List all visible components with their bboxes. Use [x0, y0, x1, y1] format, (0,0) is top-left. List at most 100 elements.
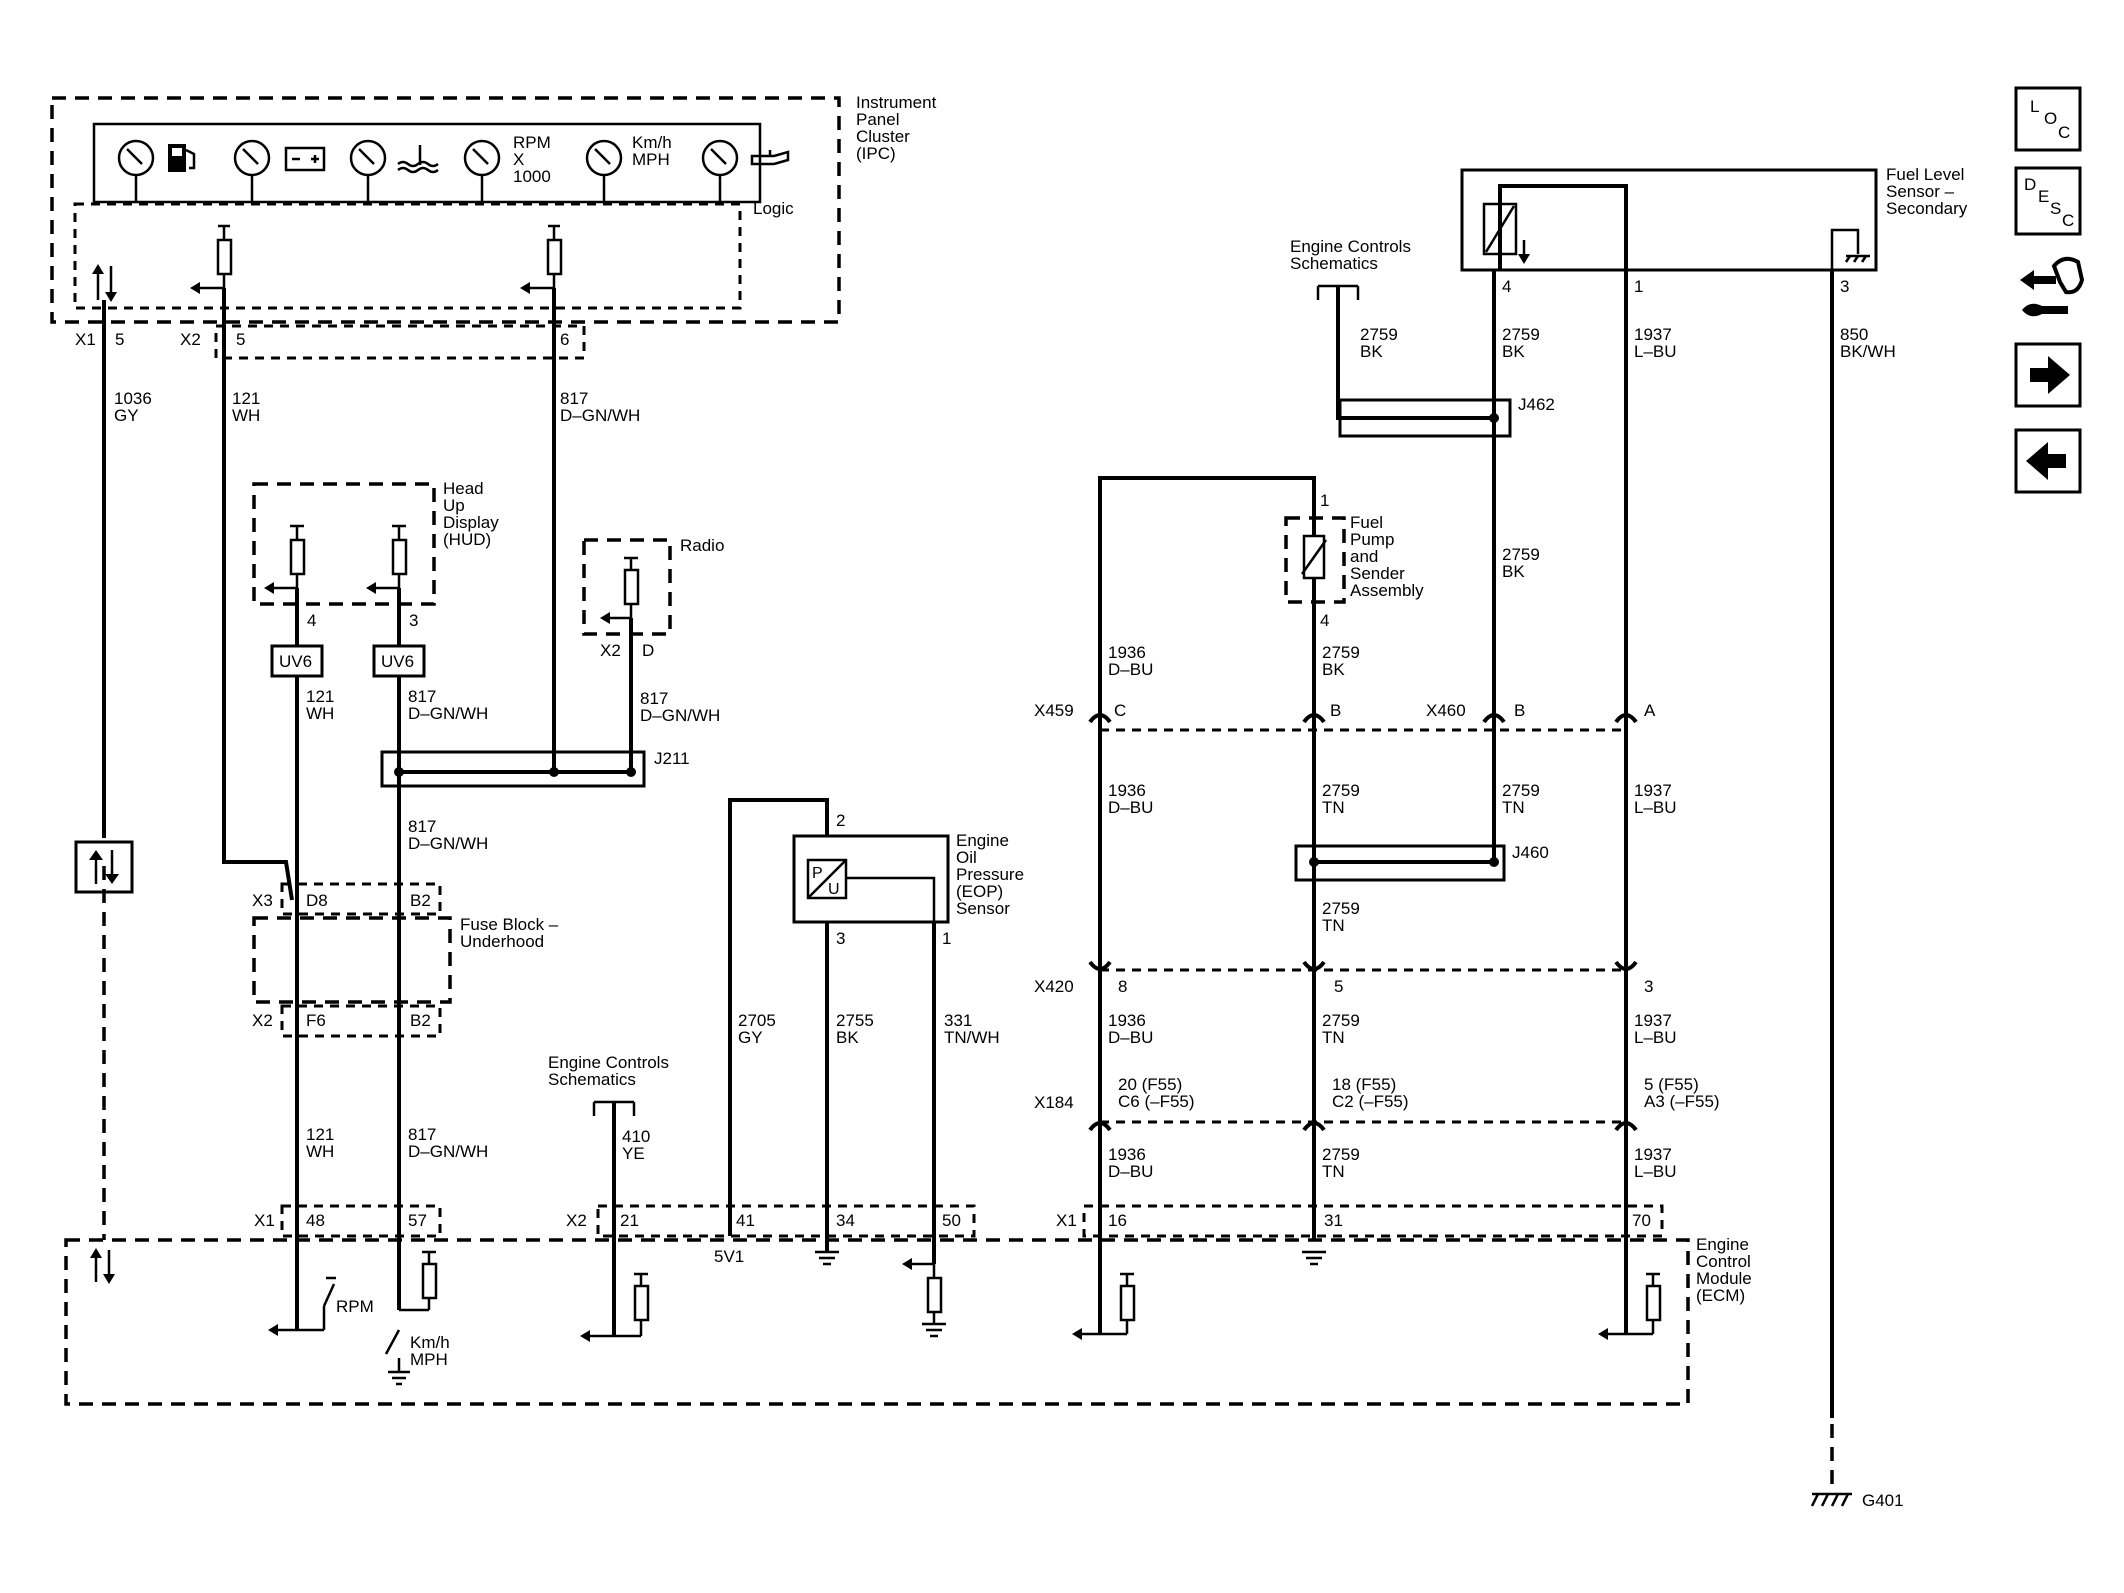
j211-label: J211	[654, 749, 690, 768]
wire-1936-top	[1098, 476, 1316, 730]
ecm-x1-connector-a	[280, 1204, 442, 1238]
svg-text:P: P	[812, 865, 823, 882]
x184-label: X184	[1034, 1093, 1074, 1112]
fuse-block-x3-label: X3	[252, 891, 273, 910]
desc-letter-2: E	[2038, 187, 2049, 206]
ecm-input-70	[1598, 1272, 1662, 1340]
ecm-x1-label-b: X1	[1056, 1211, 1077, 1230]
wire-2705	[728, 798, 829, 1236]
ipc-x2-label: X2	[180, 330, 201, 349]
ecm-pin-21: 21	[620, 1211, 639, 1230]
ipc-x2-pin-6: 6	[560, 330, 569, 349]
ecm-pin-50: 50	[942, 1211, 961, 1230]
hud-pin-3: 3	[409, 611, 418, 630]
wire-121-ipc	[222, 288, 294, 901]
ipc-x2-pin-5: 5	[236, 330, 245, 349]
voltmeter-gauge	[233, 139, 326, 202]
x460-pin-a: A	[1644, 701, 1656, 720]
fls-pin-1: 1	[1634, 277, 1643, 296]
x184-connector: X184 20 (F55)C6 (–F55) 18 (F55)C2 (–F55)…	[1034, 1075, 1720, 1132]
pump-pin-1: 1	[1320, 491, 1329, 510]
pump-pin-4: 4	[1320, 611, 1329, 630]
j462-label: J462	[1518, 395, 1555, 414]
ground-g401: G401	[1810, 1491, 1904, 1510]
location-button[interactable]: L O C	[2014, 86, 2082, 152]
desc-letter-3: S	[2050, 199, 2061, 218]
description-button[interactable]: D E S C	[2014, 166, 2082, 236]
j460-splice: J460	[1294, 843, 1549, 882]
service-tools-icon[interactable]	[2020, 256, 2085, 317]
fuse-block-pin-f6: F6	[306, 1011, 326, 1030]
fuse-block-x2-label: X2	[252, 1011, 273, 1030]
hud-pin-4: 4	[307, 611, 316, 630]
ecm-pin-41: 41	[736, 1211, 755, 1230]
fls-pin-3: 3	[1840, 277, 1849, 296]
x420-pin-8: 8	[1118, 977, 1127, 996]
back-arrow-button[interactable]	[2014, 428, 2082, 494]
ground-g401-label: G401	[1862, 1491, 1904, 1510]
x420-label: X420	[1034, 977, 1074, 996]
x459-pin-c: C	[1114, 701, 1126, 720]
ecm-5v-label: 5V1	[714, 1247, 744, 1266]
loc-letter-1: L	[2030, 97, 2039, 116]
x420-pin-3: 3	[1644, 977, 1653, 996]
oil-pressure-gauge	[701, 139, 790, 202]
fuse-block-underhood: Fuse Block –Underhood X3 D8 B2 X2 F6 B2	[252, 882, 559, 1038]
fuse-block-pin-b2-top: B2	[410, 891, 431, 910]
radio-x2-label: X2	[600, 641, 621, 660]
j460-label: J460	[1512, 843, 1549, 862]
x460-pin-b: B	[1514, 701, 1525, 720]
ecm-pin-48: 48	[306, 1211, 325, 1230]
radio-pin-d: D	[642, 641, 654, 660]
coolant-temp-gauge	[349, 139, 439, 202]
fuse-block-pin-d8: D8	[306, 891, 328, 910]
ipc-x1-label: X1	[75, 330, 96, 349]
ecm-pin-16: 16	[1108, 1211, 1127, 1230]
ecm-pin-57: 57	[408, 1211, 427, 1230]
ecm-pin-70: 70	[1632, 1211, 1651, 1230]
ecm-pin-31: 31	[1324, 1211, 1343, 1230]
x420-pin-5: 5	[1334, 977, 1343, 996]
loc-letter-2: O	[2044, 109, 2057, 128]
eop-pin-3: 3	[836, 929, 845, 948]
loc-letter-3: C	[2058, 123, 2070, 142]
ecm-rpm-label: RPM	[336, 1297, 374, 1316]
serial-data-icon	[92, 264, 117, 302]
ecm-x2-label: X2	[566, 1211, 587, 1230]
forward-arrow-button[interactable]	[2014, 342, 2082, 408]
